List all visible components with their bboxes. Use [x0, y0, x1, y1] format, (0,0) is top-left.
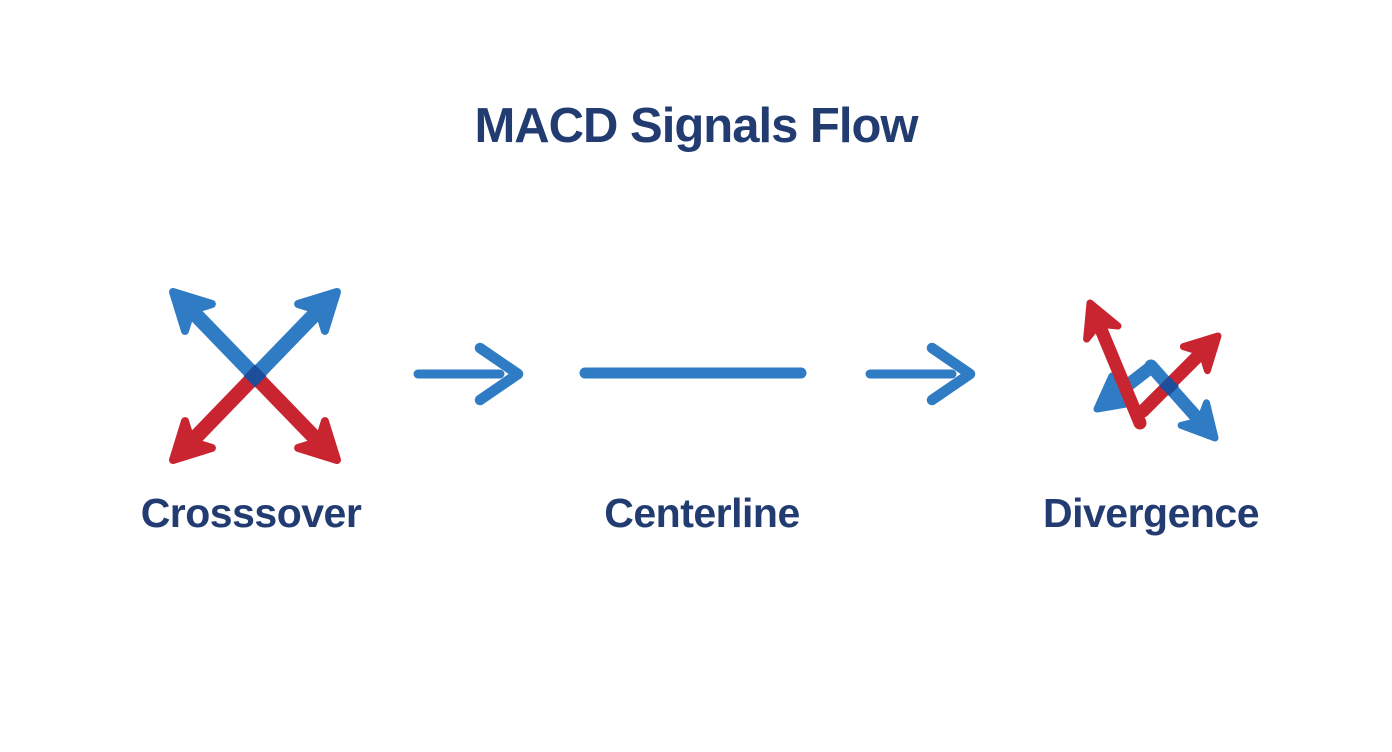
- stage-label-centerline: Centerline: [604, 490, 800, 536]
- divergence-head-downright: [1177, 399, 1219, 442]
- right-arrow-icon: [865, 342, 976, 406]
- right-arrow-chevron: [926, 342, 976, 406]
- divergence-head-upleft: [1083, 299, 1122, 343]
- crossover-arrows-icon: [169, 288, 341, 464]
- stage-label-divergence: Divergence: [1042, 490, 1260, 536]
- crossover-head-downleft: [169, 417, 216, 464]
- crossover-shaft-downleft: [186, 368, 263, 447]
- stage-label-crossover: Crosssover: [140, 490, 362, 536]
- divergence-overlap-diamond: [1159, 376, 1179, 396]
- divergence-shaft-upleft: [1093, 321, 1147, 430]
- crossover-shaft-upright: [247, 305, 324, 384]
- right-arrow-icon: [413, 342, 524, 406]
- page-title: MACD Signals Flow: [474, 99, 918, 153]
- crossover-shaft-upleft: [186, 305, 263, 384]
- right-arrow-chevron: [474, 342, 524, 406]
- divergence-head-upright: [1179, 332, 1222, 375]
- centerline-icon: [579, 367, 807, 379]
- divergence-arrows-icon: [1083, 299, 1222, 442]
- crossover-head-upleft: [169, 288, 216, 335]
- crossover-shaft-downright: [247, 368, 324, 447]
- crossover-head-upright: [294, 288, 341, 335]
- divergence-shaft-downright: [1144, 359, 1204, 425]
- crossover-head-downright: [294, 417, 341, 464]
